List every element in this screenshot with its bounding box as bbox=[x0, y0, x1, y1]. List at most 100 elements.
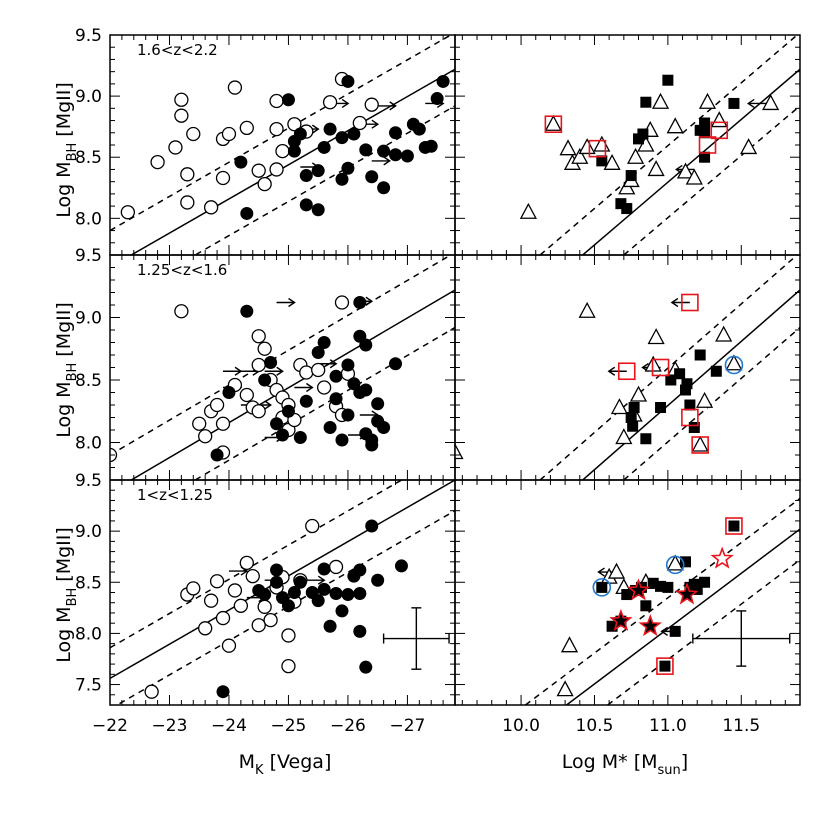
data-point bbox=[353, 624, 367, 638]
data-point bbox=[174, 304, 189, 319]
data-point bbox=[198, 621, 213, 636]
data-point bbox=[209, 574, 225, 589]
upper-limit-arrow bbox=[294, 382, 314, 393]
data-point bbox=[264, 356, 278, 369]
data-point bbox=[679, 556, 691, 568]
data-point bbox=[221, 638, 237, 653]
data-point bbox=[281, 93, 295, 107]
data-point bbox=[168, 140, 183, 155]
data-point bbox=[691, 435, 709, 452]
series-filled-circle bbox=[210, 296, 403, 462]
data-point bbox=[728, 520, 740, 532]
data-point bbox=[359, 143, 373, 157]
data-point bbox=[710, 365, 722, 377]
data-point bbox=[647, 328, 665, 345]
y-tick-label: 8.5 bbox=[75, 371, 102, 391]
data-point bbox=[233, 598, 249, 613]
data-point bbox=[317, 582, 331, 596]
x-label-left-main: M bbox=[239, 751, 255, 773]
upper-limit-arrow bbox=[306, 575, 326, 585]
data-point bbox=[352, 115, 367, 131]
data-point bbox=[120, 205, 135, 220]
data-point bbox=[365, 519, 379, 533]
data-point bbox=[359, 383, 373, 397]
data-point bbox=[323, 122, 337, 136]
y-label-main: Log M bbox=[53, 606, 75, 662]
data-point bbox=[662, 74, 674, 86]
data-point bbox=[656, 657, 674, 675]
data-point bbox=[186, 126, 201, 142]
data-point bbox=[625, 412, 637, 423]
data-point bbox=[270, 575, 284, 589]
y-label-tail: [MgII] bbox=[53, 302, 75, 363]
y-tick-label: 8.5 bbox=[75, 148, 102, 168]
arrow-head bbox=[597, 567, 605, 577]
y-tick-label: 9.0 bbox=[75, 87, 102, 107]
dashed-relation-line bbox=[525, 497, 800, 705]
data-point bbox=[389, 126, 403, 140]
plot-area bbox=[110, 255, 455, 480]
data-point bbox=[203, 200, 219, 215]
data-point bbox=[281, 658, 296, 674]
data-point bbox=[234, 155, 248, 169]
data-point bbox=[684, 399, 696, 411]
data-point bbox=[316, 380, 332, 395]
panel-middle-left: 8.08.59.09.51.25<z<1.6 bbox=[75, 246, 456, 481]
data-point bbox=[694, 349, 706, 361]
x-label-left-tail: [Vega] bbox=[264, 751, 332, 773]
y-axis-label-top: Log MBH [MgII] bbox=[53, 82, 80, 218]
data-point bbox=[293, 575, 307, 589]
arrow-head bbox=[389, 101, 397, 111]
data-point bbox=[659, 660, 671, 672]
arrow-head bbox=[306, 382, 314, 393]
data-point bbox=[270, 417, 284, 431]
data-point bbox=[699, 117, 711, 129]
y-tick-label: 7.5 bbox=[75, 676, 102, 696]
data-point bbox=[519, 202, 537, 219]
series-red-square bbox=[656, 517, 743, 675]
data-point bbox=[251, 329, 266, 344]
data-point bbox=[311, 362, 326, 378]
data-point bbox=[240, 206, 254, 220]
data-point bbox=[725, 517, 743, 535]
data-point bbox=[615, 198, 627, 210]
plot-area bbox=[110, 35, 455, 255]
data-point bbox=[615, 428, 633, 445]
x-tick-label: 10.0 bbox=[502, 716, 540, 736]
redshift-label: 1.6<z<2.2 bbox=[137, 41, 218, 59]
data-point bbox=[287, 586, 301, 599]
data-point bbox=[665, 374, 677, 386]
series-open-circle bbox=[144, 518, 344, 699]
data-point bbox=[627, 420, 639, 432]
arrow-head bbox=[660, 626, 669, 636]
upper-limit-arrow bbox=[670, 297, 690, 308]
data-point bbox=[317, 140, 331, 154]
data-point bbox=[317, 336, 331, 349]
data-point bbox=[609, 608, 633, 632]
data-point bbox=[675, 582, 699, 605]
data-point bbox=[651, 92, 670, 109]
data-point bbox=[329, 587, 343, 601]
data-point bbox=[596, 581, 608, 593]
data-point bbox=[281, 404, 295, 418]
y-label-sub: BH bbox=[65, 588, 80, 607]
arrow-head bbox=[670, 297, 679, 308]
plot-area bbox=[519, 35, 800, 255]
panel-frame bbox=[109, 254, 456, 481]
series-filled-circle bbox=[234, 74, 450, 220]
data-point bbox=[269, 121, 284, 137]
data-point bbox=[317, 562, 331, 576]
panel-bottom-left: 7.58.08.59.09.5−22−23−24−25−26−271<z<1.2… bbox=[75, 471, 456, 736]
data-point bbox=[150, 154, 165, 170]
panel-middle-right bbox=[454, 254, 801, 481]
y-label-sub: BH bbox=[65, 143, 80, 162]
arrow-head bbox=[371, 119, 380, 129]
series-open-triangle bbox=[455, 301, 743, 460]
data-point bbox=[203, 593, 219, 608]
data-point bbox=[192, 416, 207, 431]
data-point bbox=[588, 139, 607, 158]
series-blue-circle bbox=[592, 555, 685, 597]
dashed-relation-line bbox=[110, 255, 453, 456]
data-point bbox=[275, 143, 290, 159]
y-tick-label: 9.0 bbox=[75, 522, 102, 542]
